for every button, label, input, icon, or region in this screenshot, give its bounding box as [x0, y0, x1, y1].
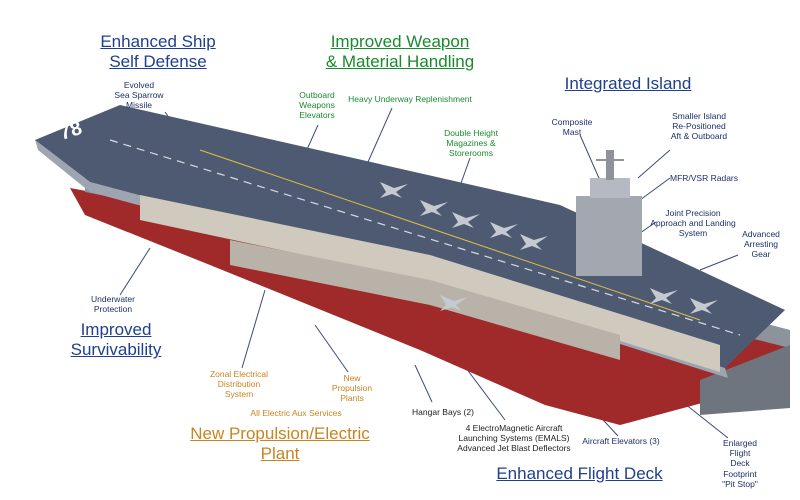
deck-centerline	[109, 139, 741, 336]
lower-cutaway	[230, 240, 620, 360]
cutaway-interior	[140, 195, 720, 372]
callout-magazines: Double Height Magazines & Storerooms	[444, 128, 498, 159]
callout-smaller-island: Smaller Island Re-Positioned Aft & Outbo…	[670, 111, 728, 142]
aircraft-8	[440, 295, 468, 311]
composite-mast	[606, 150, 614, 180]
heading-self-defense: Enhanced Ship Self Defense	[100, 32, 216, 72]
heading-weapon-handling: Improved Weapon & Material Handling	[325, 32, 475, 72]
callout-composite-mast: Composite Mast	[551, 117, 593, 138]
callout-zonal-electrical: Zonal Electrical Distribution System	[209, 369, 269, 400]
callout-emals: 4 ElectroMagnetic Aircraft Launching Sys…	[457, 423, 571, 454]
aircraft-4	[490, 222, 518, 238]
callout-arresting-gear: Advanced Arresting Gear	[742, 229, 780, 260]
callout-aux-services: All Electric Aux Services	[250, 408, 342, 418]
callout-aircraft-elevators: Aircraft Elevators (3)	[582, 436, 660, 446]
aircraft-1	[380, 182, 408, 198]
island-top	[590, 178, 630, 198]
aircraft-3	[452, 212, 480, 228]
callout-propulsion-plants: New Propulsion Plants	[331, 373, 373, 404]
aircraft-2	[420, 200, 448, 216]
callout-footprint: Enlarged Flight Deck Footprint "Pit Stop…	[722, 438, 758, 489]
landing-line	[199, 149, 701, 321]
aircraft-7	[690, 298, 718, 314]
island-superstructure	[576, 150, 642, 276]
callout-sea-sparrow: Evolved Sea Sparrow Missile	[114, 80, 164, 111]
heading-propulsion: New Propulsion/Electric Plant	[190, 424, 370, 464]
aircraft-5	[520, 234, 548, 250]
hull-stern-block	[700, 345, 790, 415]
aircraft	[380, 182, 718, 314]
heading-survivability: Improved Survivability	[70, 320, 162, 360]
island-body	[576, 196, 642, 276]
callout-landing-system: Joint Precision Approach and Landing Sys…	[650, 208, 736, 239]
aircraft-6	[650, 288, 678, 304]
deck-surface	[35, 105, 785, 368]
callout-heavy-replenishment: Heavy Underway Replenishment	[348, 94, 472, 104]
callout-radars: MFR/VSR Radars	[669, 173, 738, 183]
heading-integrated-island: Integrated Island	[564, 74, 692, 93]
callout-hangar-bays: Hangar Bays (2)	[412, 407, 474, 417]
hangar-cutaway	[140, 195, 720, 372]
callout-underwater-protection: Underwater Protection	[91, 294, 135, 315]
heading-flight-deck: Enhanced Flight Deck	[496, 464, 663, 483]
callout-outboard-elevators: Outboard Weapons Elevators	[299, 90, 335, 121]
